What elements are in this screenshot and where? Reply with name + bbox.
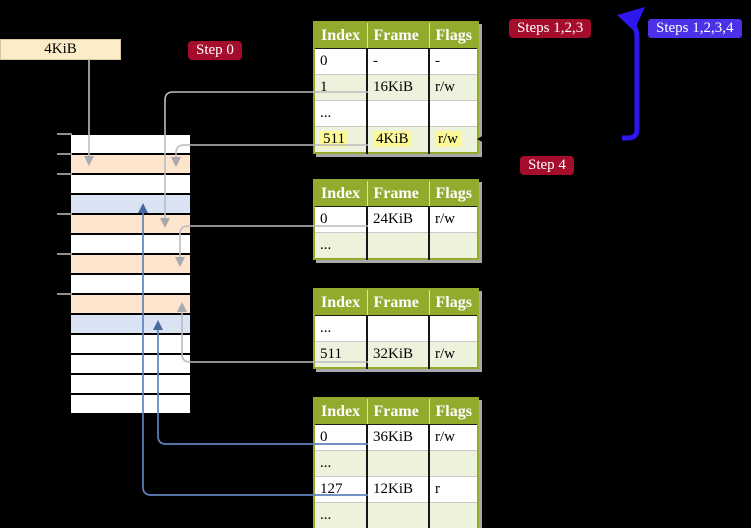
- table-cell: 1: [314, 74, 367, 101]
- memory-frame-row: [71, 235, 190, 255]
- table-cell: ...: [314, 502, 367, 528]
- big-arrowhead-left-icon: [617, 7, 645, 31]
- memory-frame-row: [71, 295, 190, 315]
- tick-mark: [57, 253, 72, 255]
- table-cell: r: [428, 476, 478, 503]
- table-cell: -: [428, 48, 478, 75]
- table-cell: r/w: [428, 74, 478, 101]
- table-cell: 4KiB: [366, 126, 429, 153]
- table-cell: [428, 502, 478, 528]
- highlighted-value: r/w: [435, 131, 461, 147]
- table-cell: [428, 450, 478, 477]
- table-cell: [428, 100, 478, 127]
- table-cell: 36KiB: [366, 424, 429, 451]
- tick-mark: [57, 153, 72, 155]
- table-cell: 0: [320, 53, 328, 69]
- table-row: ...: [314, 315, 478, 342]
- badge-steps-1-2-3-4: Steps 1,2,3,4: [648, 19, 742, 38]
- table-cell: ...: [314, 232, 367, 259]
- badge-steps-1-2-3: Steps 1,2,3: [509, 19, 592, 38]
- big-loop-arrow: [622, 19, 640, 141]
- table-cell: 511: [314, 126, 367, 153]
- table-header-cell: Frame: [366, 180, 429, 207]
- table-header-cell: Flags: [428, 180, 478, 207]
- table-header-cell: Index: [314, 180, 367, 207]
- tick-mark: [57, 133, 72, 135]
- tick-mark: [57, 293, 72, 295]
- memory-frame-row: [71, 335, 190, 355]
- table-header-cell: Index: [314, 398, 367, 425]
- table-cell: r/w: [428, 341, 478, 368]
- table-cell: ...: [320, 320, 332, 336]
- tick-mark: [57, 213, 72, 215]
- table-header-cell: Frame: [366, 289, 429, 316]
- table-header-cell: Frame: [366, 398, 429, 425]
- table-cell: ...: [314, 100, 367, 127]
- table-cell: 127: [314, 476, 367, 503]
- table-cell: ...: [314, 450, 367, 477]
- table-cell: [428, 232, 478, 259]
- table-cell: [366, 450, 429, 477]
- table-cell: 511: [314, 341, 367, 368]
- table-cell: [428, 315, 478, 342]
- table-header-cell: Frame: [366, 22, 429, 49]
- table-row: 0 --: [314, 48, 478, 75]
- memory-frame-row: [71, 375, 190, 395]
- memory-frame-row: [71, 175, 190, 195]
- table-cell: [366, 502, 429, 528]
- memory-frame-row: [71, 195, 190, 215]
- table-row: ...: [314, 450, 478, 477]
- memory-frame-row: [71, 155, 190, 175]
- table-cell: r/w: [428, 126, 478, 153]
- table-header-cell: Flags: [428, 22, 478, 49]
- memory-frame-row: [71, 135, 190, 155]
- physical-memory-column: [71, 135, 190, 415]
- highlighted-value: 4KiB: [373, 131, 412, 147]
- table-row: 511 4KiB r/w: [314, 126, 478, 153]
- table-cell: 32KiB: [366, 341, 429, 368]
- table-cell: 0: [320, 429, 328, 445]
- table-row: ...: [314, 502, 478, 528]
- table-row: ...: [314, 232, 478, 259]
- badge-step-0: Step 0: [188, 41, 242, 60]
- memory-frame-row: [71, 215, 190, 235]
- page-size-label: 4KiB: [0, 39, 121, 60]
- table-header-cell: Index: [314, 22, 367, 49]
- table-cell: -: [366, 48, 429, 75]
- memory-frame-row: [71, 355, 190, 375]
- memory-frame-row: [71, 255, 190, 275]
- table-cell: r/w: [428, 424, 478, 451]
- table-cell: [366, 232, 429, 259]
- table-cell: 24KiB: [366, 206, 429, 233]
- table-cell: 16KiB: [366, 74, 429, 101]
- memory-frame-row: [71, 395, 190, 415]
- table-cell: [366, 100, 429, 127]
- table-header-cell: Index: [314, 289, 367, 316]
- badge-step-4: Step 4: [520, 156, 574, 175]
- table-header-cell: Flags: [428, 289, 478, 316]
- table-cell: 12KiB: [366, 476, 429, 503]
- table-header-cell: Flags: [428, 398, 478, 425]
- highlighted-value: 511: [320, 131, 348, 147]
- memory-frame-row: [71, 315, 190, 335]
- table-row: ...: [314, 100, 478, 127]
- table-cell: 0: [320, 211, 328, 227]
- tick-mark: [57, 173, 72, 175]
- table-cell: r/w: [428, 206, 478, 233]
- memory-frame-row: [71, 275, 190, 295]
- table-cell: [366, 315, 429, 342]
